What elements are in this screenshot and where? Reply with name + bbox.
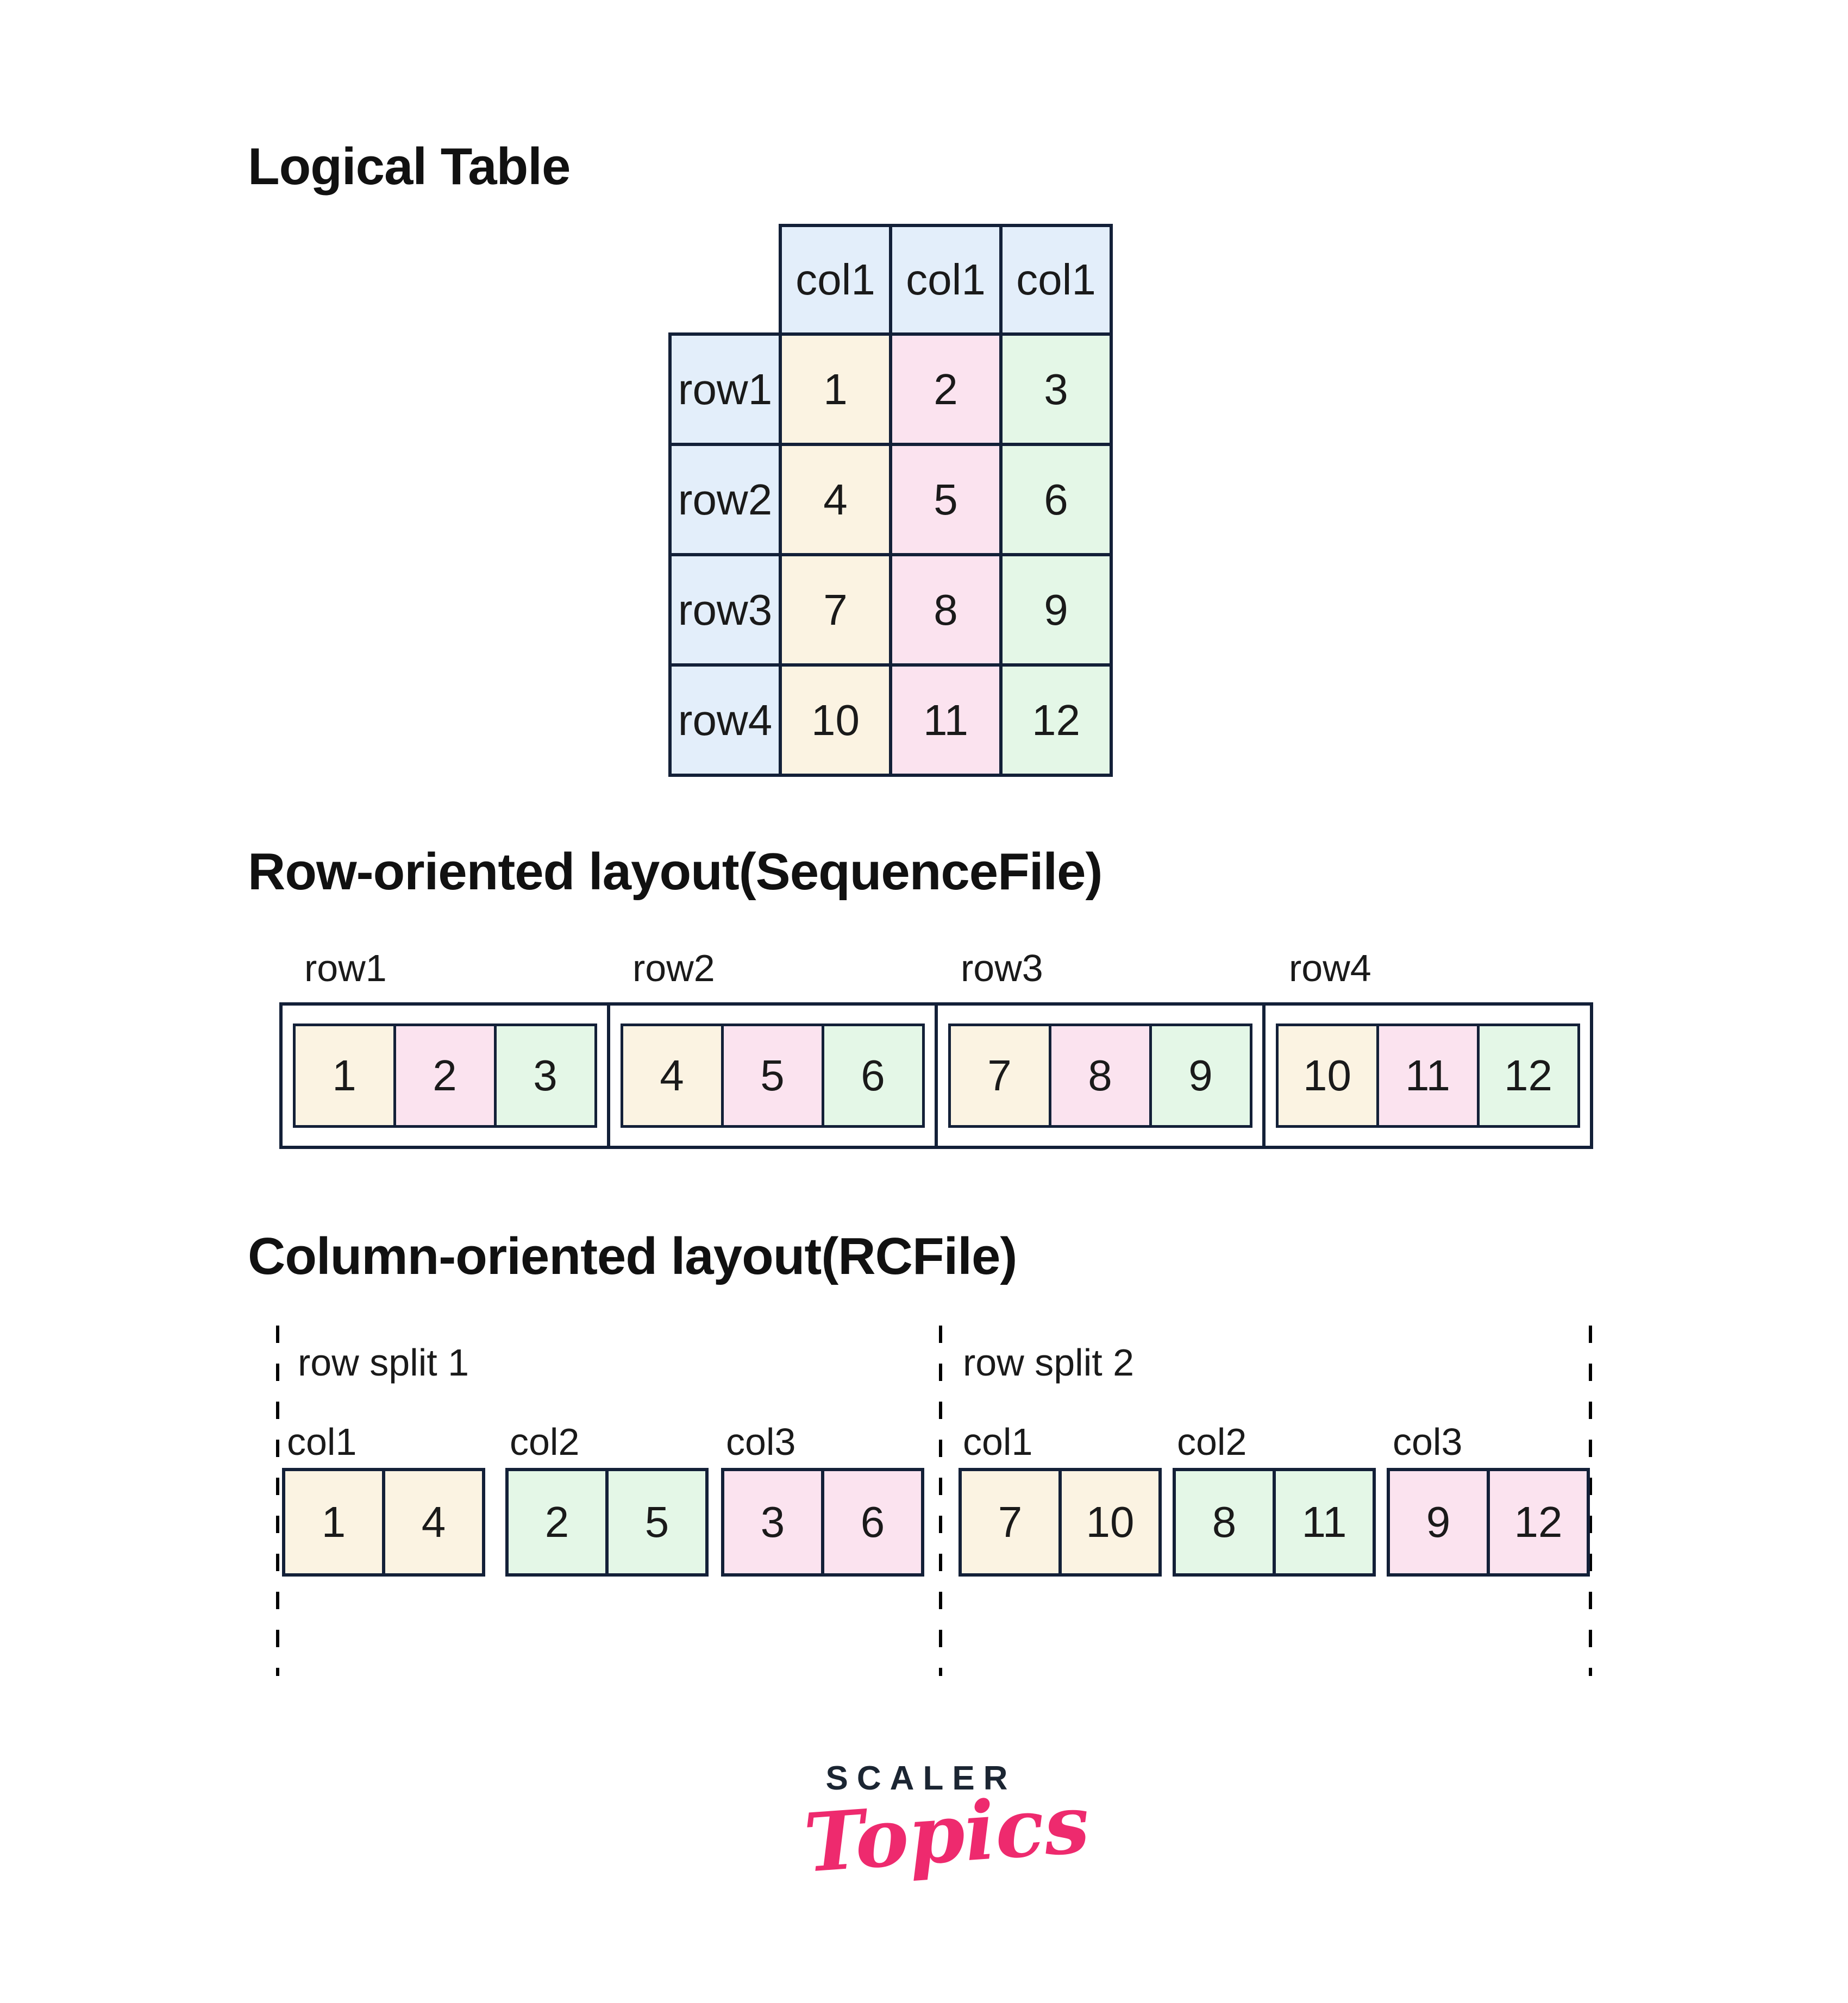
logo-sub-text: Topics (801, 1776, 1093, 1891)
data-cell: 7 (948, 1024, 1051, 1128)
data-cell: 2 (505, 1468, 609, 1577)
table-cell: 12 (999, 663, 1113, 777)
data-cell: 7 (959, 1468, 1062, 1577)
logical-table-row: row2 4 5 6 (668, 443, 1113, 556)
data-cell: 6 (821, 1024, 925, 1128)
row-segment-strip: 4 5 6 (620, 1024, 925, 1128)
column-group-label: col3 (726, 1421, 796, 1463)
split-divider-dashed-line (939, 1326, 942, 1676)
row-segment-label: row1 (304, 947, 387, 989)
row-segment-strip: 10 11 12 (1275, 1024, 1580, 1128)
table-cell: 10 (779, 663, 892, 777)
logical-table-col-header: col1 (779, 224, 892, 336)
data-cell: 6 (821, 1468, 924, 1577)
column-group: 8 11 (1173, 1468, 1376, 1577)
logical-table-corner-blank (670, 225, 780, 334)
logical-table-row: row3 7 8 9 (668, 553, 1113, 667)
row-segment-strip: 7 8 9 (948, 1024, 1252, 1128)
row-label: row3 (668, 553, 782, 667)
column-oriented-heading: Column-oriented layout(RCFile) (248, 1227, 1017, 1285)
column-group-label: col1 (287, 1421, 357, 1463)
logical-table-row: row4 10 11 12 (668, 663, 1113, 777)
row-oriented-heading: Row-oriented layout(SequenceFile) (248, 843, 1103, 901)
column-group-label: col2 (1177, 1421, 1247, 1463)
row-oriented-container: 1 2 3 4 5 6 7 8 9 10 11 12 (279, 1002, 1593, 1149)
row-segment-strip: 1 2 3 (292, 1024, 597, 1128)
row-split-label: row split 2 (963, 1341, 1135, 1384)
column-group: 7 10 (959, 1468, 1162, 1577)
split-divider-dashed-line (1589, 1326, 1592, 1676)
data-cell: 9 (1149, 1024, 1252, 1128)
logical-table: col1 col1 col1 row1 1 2 3 row2 4 5 6 row… (668, 224, 1113, 777)
data-cell: 3 (721, 1468, 824, 1577)
scaler-topics-logo: SCALER Topics (801, 1759, 1092, 1891)
logical-table-col-header: col1 (999, 224, 1113, 336)
data-cell: 8 (1173, 1468, 1276, 1577)
table-cell: 8 (889, 553, 1003, 667)
data-cell: 8 (1048, 1024, 1152, 1128)
logo-brand-text: SCALER (825, 1760, 1017, 1797)
column-group: 3 6 (721, 1468, 924, 1577)
row-segment: 1 2 3 (283, 1006, 610, 1146)
data-cell: 10 (1275, 1024, 1379, 1128)
table-cell: 11 (889, 663, 1003, 777)
data-cell: 3 (493, 1024, 597, 1128)
row-label: row2 (668, 443, 782, 556)
table-cell: 4 (779, 443, 892, 556)
row-label: row4 (668, 663, 782, 777)
data-cell: 12 (1476, 1024, 1580, 1128)
data-cell: 10 (1058, 1468, 1162, 1577)
table-cell: 1 (779, 332, 892, 446)
data-cell: 4 (382, 1468, 485, 1577)
row-label: row1 (668, 332, 782, 446)
data-cell: 4 (620, 1024, 724, 1128)
table-cell: 6 (999, 443, 1113, 556)
data-cell: 1 (282, 1468, 385, 1577)
column-group: 1 4 (282, 1468, 485, 1577)
table-cell: 2 (889, 332, 1003, 446)
row-segment-label: row2 (632, 947, 715, 989)
data-cell: 11 (1273, 1468, 1376, 1577)
logical-table-heading: Logical Table (248, 137, 571, 196)
logical-table-header-row: col1 col1 col1 (670, 224, 1113, 336)
table-cell: 5 (889, 443, 1003, 556)
data-cell: 9 (1387, 1468, 1490, 1577)
data-cell: 5 (605, 1468, 709, 1577)
column-group: 9 12 (1387, 1468, 1590, 1577)
data-cell: 2 (393, 1024, 497, 1128)
row-segment-label: row3 (961, 947, 1043, 989)
data-cell: 1 (292, 1024, 396, 1128)
data-cell: 12 (1487, 1468, 1590, 1577)
row-split-label: row split 1 (298, 1341, 469, 1384)
data-cell: 5 (721, 1024, 824, 1128)
row-segment-label: row4 (1289, 947, 1371, 989)
row-segment: 10 11 12 (1266, 1006, 1590, 1146)
logical-table-col-header: col1 (889, 224, 1003, 336)
data-cell: 11 (1376, 1024, 1480, 1128)
table-cell: 7 (779, 553, 892, 667)
logical-table-row: row1 1 2 3 (668, 332, 1113, 446)
row-segment: 4 5 6 (610, 1006, 938, 1146)
row-segment: 7 8 9 (938, 1006, 1266, 1146)
table-cell: 3 (999, 332, 1113, 446)
column-group: 2 5 (505, 1468, 709, 1577)
split-divider-dashed-line (276, 1326, 279, 1676)
table-cell: 9 (999, 553, 1113, 667)
column-group-label: col2 (510, 1421, 580, 1463)
column-group-label: col1 (963, 1421, 1033, 1463)
column-group-label: col3 (1393, 1421, 1463, 1463)
